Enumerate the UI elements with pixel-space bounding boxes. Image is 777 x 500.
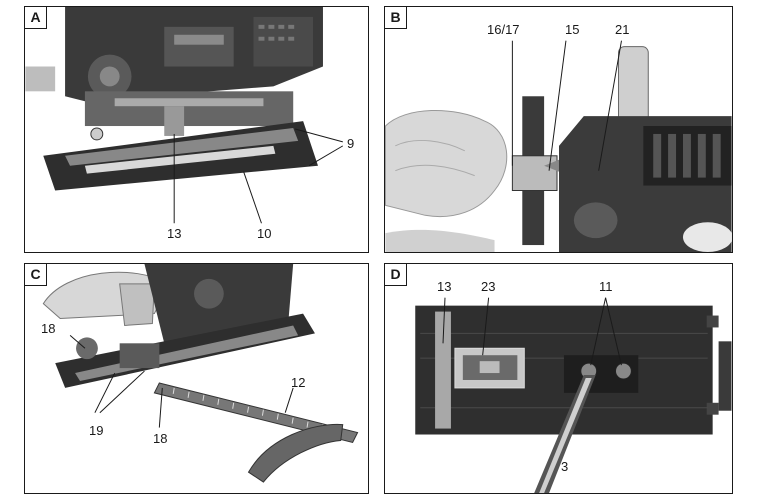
panel-label-c: C	[25, 264, 47, 286]
callout-3: 3	[561, 459, 569, 474]
callout-10: 10	[257, 226, 272, 241]
figure-panel-a: A 9 13 10	[24, 6, 369, 253]
callout-11: 11	[599, 279, 613, 294]
callout-12: 12	[291, 375, 306, 390]
figure-panel-c: C 18 12 19 18	[24, 263, 369, 494]
callout-13: 13	[167, 226, 182, 241]
callout-23: 23	[481, 279, 496, 294]
callout-18-upper: 18	[41, 321, 56, 336]
callout-13: 13	[437, 279, 452, 294]
panel-label-a: A	[25, 7, 47, 29]
callout-9: 9	[347, 136, 355, 151]
callout-18-lower: 18	[153, 431, 168, 446]
panel-label-d: D	[385, 264, 407, 286]
callout-15: 15	[565, 22, 580, 37]
figure-panel-d: D 13 23 11 3	[384, 263, 733, 494]
callout-16-17: 16/17	[487, 22, 520, 37]
figure-panel-b: B 16/17 15 21	[384, 6, 733, 253]
sole-plate-underside-illustration	[415, 297, 732, 493]
blade-clamp-illustration	[385, 40, 732, 252]
panel-label-b: B	[385, 7, 407, 29]
callout-19: 19	[89, 423, 104, 438]
callout-21: 21	[615, 22, 630, 37]
guide-fence-illustration	[42, 264, 359, 483]
jigsaw-base-illustration	[25, 7, 344, 224]
